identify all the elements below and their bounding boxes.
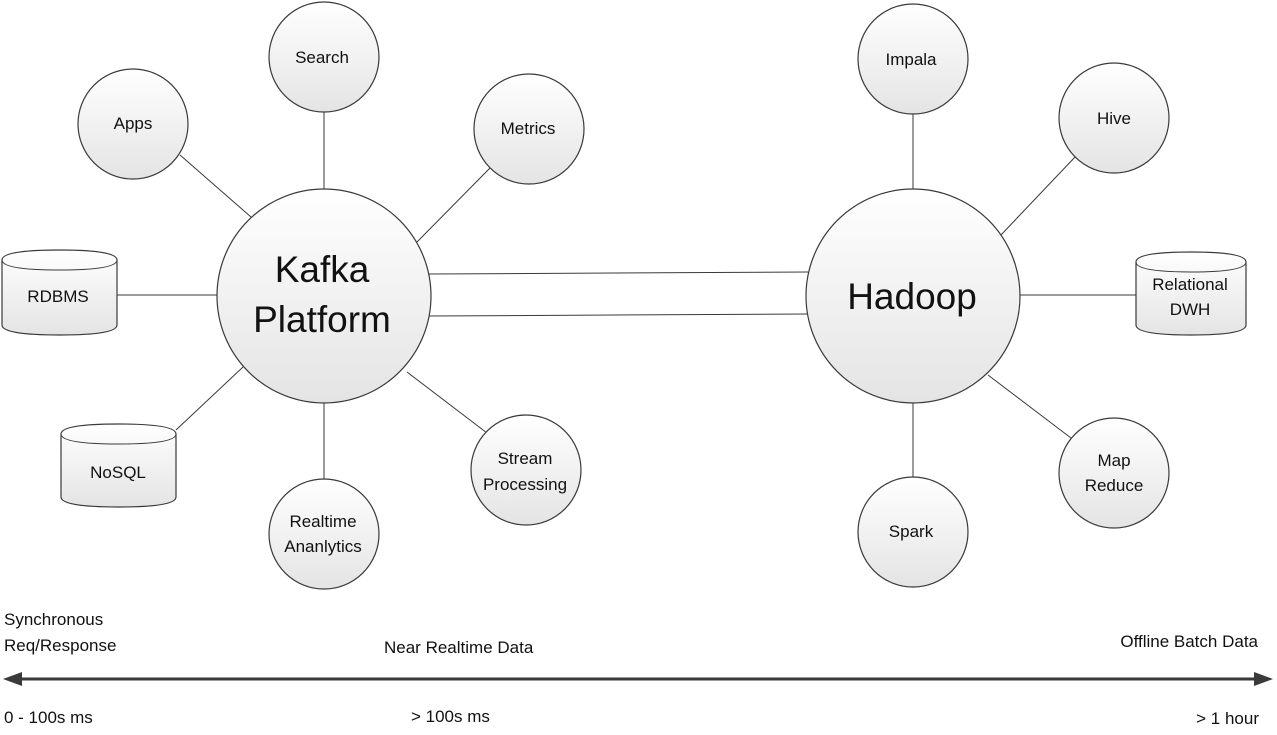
node-search-label: Search — [295, 48, 349, 67]
connector-kafka-stream — [406, 371, 488, 434]
connector-kafka-metrics — [416, 167, 491, 243]
node-apps-label: Apps — [114, 114, 153, 133]
connector-kafka-apps — [179, 154, 252, 218]
timeline-right-top: Offline Batch Data — [1120, 632, 1258, 651]
node-impala-label: Impala — [885, 50, 937, 69]
timeline-middle-top: Near Realtime Data — [384, 638, 534, 657]
node-nosql: NoSQL — [60, 423, 177, 508]
timeline-right-bottom: > 1 hour — [1196, 709, 1259, 728]
node-realtime-analytics: Realtime Ananlytics — [268, 478, 380, 590]
timeline-middle-bottom: > 100s ms — [411, 707, 490, 726]
node-spark-label: Spark — [889, 522, 934, 541]
node-dwh-label-line1: Relational — [1152, 275, 1228, 294]
node-metrics-label: Metrics — [501, 119, 556, 138]
kafka-label-line2: Platform — [253, 299, 391, 340]
node-stream-label-line1: Stream — [498, 449, 553, 468]
kafka-platform-hub: Kafka Platform — [216, 188, 432, 404]
node-dwh-label-line2: DWH — [1170, 300, 1211, 319]
timeline-left-bottom: 0 - 100s ms — [4, 708, 93, 727]
timeline-left-arrowhead — [3, 672, 22, 686]
node-stream-processing: Stream Processing — [470, 414, 582, 526]
link-lower-line — [428, 313, 809, 317]
hadoop-label: Hadoop — [847, 276, 977, 317]
node-hive: Hive — [1058, 62, 1170, 174]
kafka-connectors — [117, 112, 491, 480]
connector-hadoop-mapreduce — [987, 374, 1072, 439]
node-mapreduce-label-line1: Map — [1097, 451, 1130, 470]
kafka-label-line1: Kafka — [275, 249, 370, 290]
node-impala: Impala — [857, 3, 969, 115]
hadoop-connectors — [912, 114, 1136, 477]
connector-kafka-nosql — [175, 366, 244, 431]
node-rdbms-label: RDBMS — [27, 287, 88, 306]
node-mapreduce-label-line2: Reduce — [1085, 476, 1144, 495]
kafka-hadoop-link — [428, 271, 809, 317]
node-rdbms: RDBMS — [1, 249, 118, 336]
node-metrics: Metrics — [473, 73, 585, 185]
node-relational-dwh: Relational DWH — [1135, 251, 1247, 336]
timeline-left-top-line1: Synchronous — [4, 610, 103, 629]
hadoop-hub: Hadoop — [805, 188, 1021, 404]
timeline-right-arrowhead — [1254, 672, 1273, 686]
link-upper-line — [428, 271, 809, 275]
node-spark: Spark — [857, 476, 969, 588]
connector-hadoop-hive — [999, 155, 1077, 237]
node-hive-label: Hive — [1097, 109, 1131, 128]
latency-timeline: Synchronous Req/Response Near Realtime D… — [3, 610, 1273, 728]
node-map-reduce: Map Reduce — [1058, 417, 1170, 529]
node-realtime-label-line2: Ananlytics — [284, 537, 361, 556]
node-realtime-label-line1: Realtime — [289, 512, 356, 531]
node-apps: Apps — [77, 68, 189, 180]
node-stream-label-line2: Processing — [483, 475, 567, 494]
timeline-left-top-line2: Req/Response — [4, 636, 116, 655]
node-search: Search — [268, 1, 380, 113]
node-nosql-label: NoSQL — [90, 463, 146, 482]
